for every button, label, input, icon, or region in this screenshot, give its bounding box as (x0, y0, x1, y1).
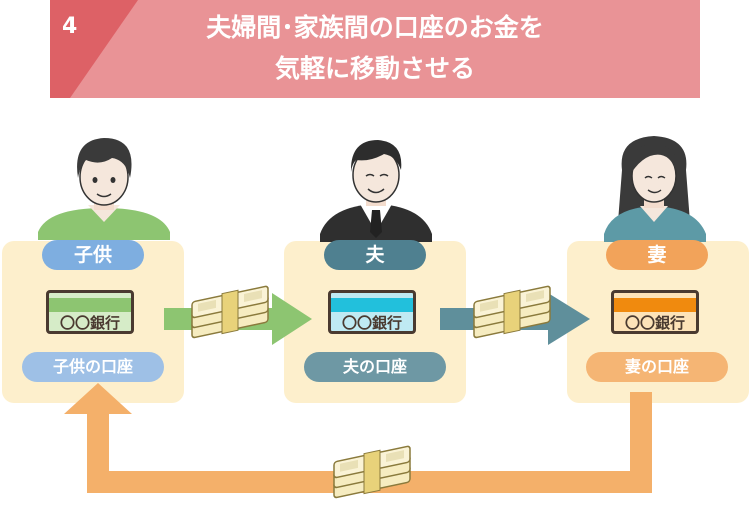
step-number: 4 (62, 14, 78, 39)
role-label-husband: 夫 (324, 240, 426, 270)
money-bundle-icon (473, 283, 551, 341)
bank-card-child: 〇〇銀行 (46, 290, 134, 334)
role-label-child: 子供 (42, 240, 144, 270)
card-stripe (331, 298, 413, 312)
bank-card-husband: 〇〇銀行 (328, 290, 416, 334)
card-stripe (49, 298, 131, 312)
account-label-child: 子供の口座 (22, 352, 164, 382)
page-title-line1: 夫婦間･家族間の口座のお金を (206, 13, 544, 42)
bank-name: 〇〇銀行 (341, 314, 402, 332)
person-wife-icon (604, 136, 706, 242)
bank-name: 〇〇銀行 (59, 314, 120, 332)
account-label-wife: 妻の口座 (586, 352, 728, 382)
page-title: 夫婦間･家族間の口座のお金を 気軽に移動させる (50, 7, 700, 89)
banner-step-tab (50, 0, 138, 98)
account-label-husband: 夫の口座 (304, 352, 446, 382)
header-banner (50, 0, 700, 98)
return-arrow-head (64, 383, 132, 414)
card-stripe (614, 298, 696, 312)
page-title-line2: 気軽に移動させる (274, 54, 475, 83)
role-label-wife: 妻 (606, 240, 708, 270)
money-bundle-icon (191, 283, 269, 341)
person-husband-icon (320, 140, 432, 242)
person-child-icon (38, 138, 170, 240)
bank-card-wife: 〇〇銀行 (611, 290, 699, 334)
bank-name: 〇〇銀行 (624, 314, 685, 332)
